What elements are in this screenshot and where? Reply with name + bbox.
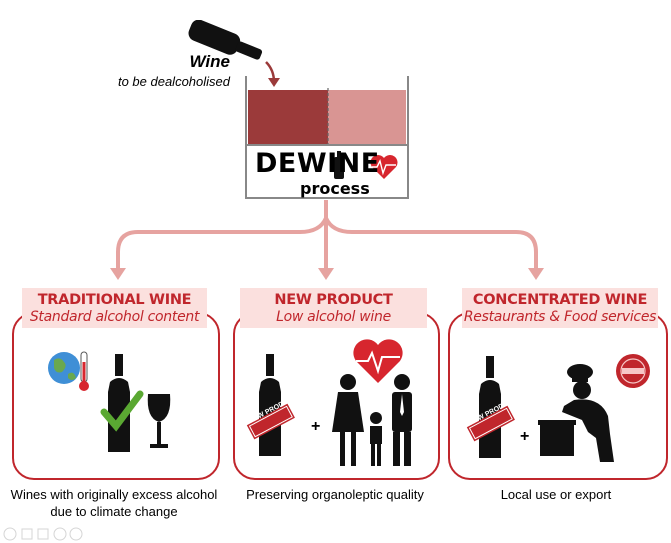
process-label: process	[300, 179, 370, 198]
export-seal-icon	[616, 354, 650, 388]
wine-bottle-check-icon	[100, 354, 144, 452]
wine-title: Wine	[189, 52, 230, 71]
wine-glass-icon	[147, 394, 171, 448]
chef-cooking-icon	[538, 364, 614, 462]
new-product-caption-line1: Preserving organoleptic quality	[246, 487, 424, 502]
concentrated-wine-header: CONCENTRATED WINE Restaurants & Food ser…	[462, 288, 658, 328]
traditional-caption-line1: Wines with originally excess alcohol	[10, 487, 218, 502]
family-icon	[332, 374, 412, 466]
pouring-bottle-icon	[188, 20, 280, 87]
dewine-logo-text: DEWINE	[255, 148, 380, 179]
concentrated-wine-title: CONCENTRATED WINE	[472, 292, 648, 308]
traditional-wine-subtitle: Standard alcohol content	[29, 309, 200, 325]
concentrated-caption-line1: Local use or export	[500, 487, 612, 502]
slideshow-controls[interactable]	[2, 526, 102, 542]
concentrated-bottle-icon	[466, 356, 515, 458]
heart-pulse-icon	[353, 339, 403, 383]
new-product-title: NEW PRODUCT	[274, 292, 393, 308]
concentrated-wine-subtitle: Restaurants & Food services	[463, 309, 657, 325]
wine-subtitle: to be dealcoholised	[117, 74, 230, 89]
wine-input-label: Wine to be dealcoholised	[118, 52, 230, 89]
new-product-caption: Preserving organoleptic quality	[226, 486, 444, 503]
concentrated-wine-caption: Local use or export	[448, 486, 664, 503]
plus-sign-2: +	[520, 428, 530, 445]
traditional-wine-title: TRADITIONAL WINE	[37, 292, 192, 308]
globe-thermometer-icon	[48, 351, 89, 391]
plus-sign: +	[311, 418, 321, 435]
new-product-bottle-icon	[246, 354, 295, 456]
dewine-process-tank	[245, 76, 409, 199]
branch-arrows	[110, 200, 544, 280]
traditional-caption-line2: due to climate change	[50, 504, 178, 519]
traditional-wine-header: TRADITIONAL WINE Standard alcohol conten…	[22, 288, 207, 328]
new-product-subtitle: Low alcohol wine	[276, 309, 391, 325]
traditional-wine-caption: Wines with originally excess alcohol due…	[0, 486, 228, 520]
new-product-header: NEW PRODUCT Low alcohol wine	[240, 288, 427, 328]
